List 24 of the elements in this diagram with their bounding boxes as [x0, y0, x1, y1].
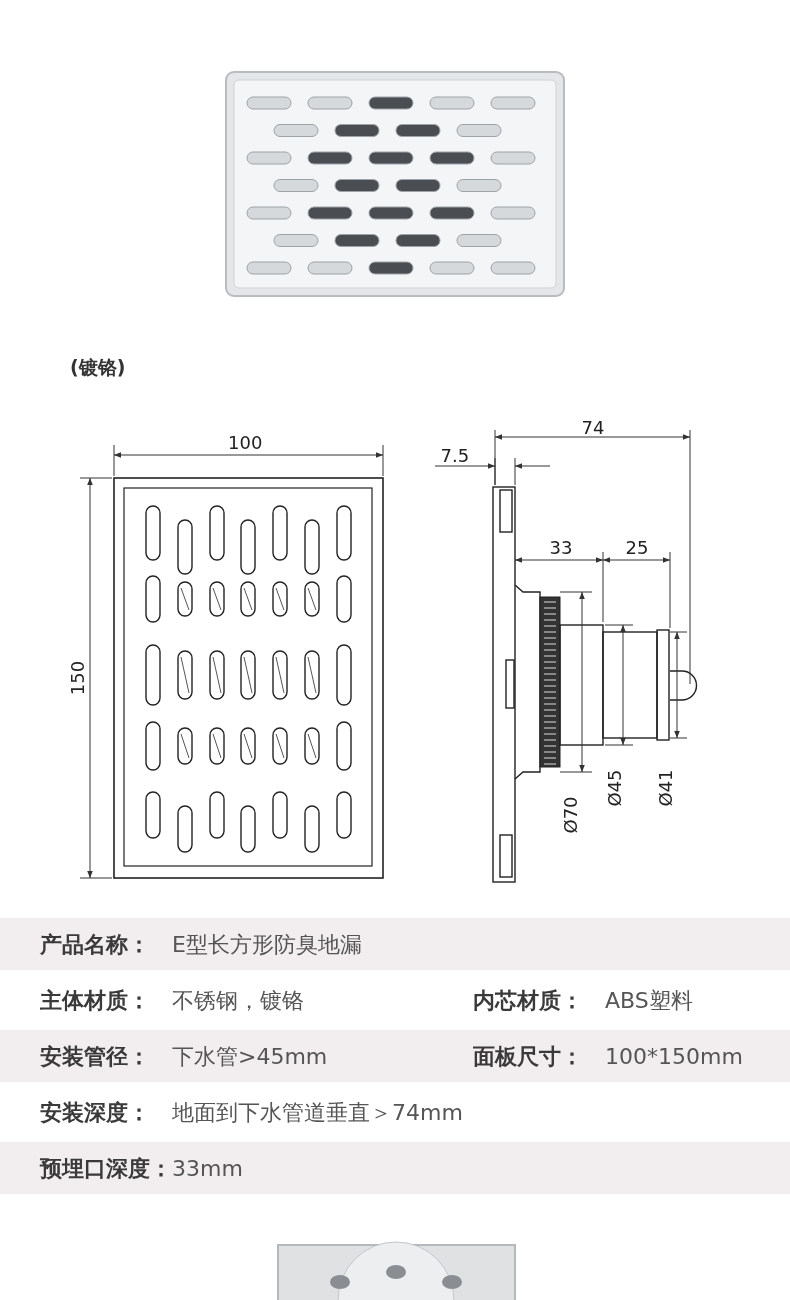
field-value: 下水管>45mm	[172, 1046, 328, 1068]
dimension-label: 100	[228, 434, 263, 452]
dimension-label: 74	[581, 419, 605, 437]
dimension-label: Ø41	[656, 769, 675, 807]
dimension-label: 33	[549, 539, 573, 557]
field-name: 安装深度：	[40, 1102, 150, 1124]
field-name: 内芯材质：	[473, 990, 583, 1012]
field-value: 不锈钢，镀铬	[172, 990, 304, 1012]
field-value: 33mm	[172, 1158, 243, 1180]
field-name: 主体材质：	[40, 990, 150, 1012]
field-value: 100*150mm	[605, 1046, 743, 1068]
field-value: 地面到下水管道垂直＞74mm	[172, 1102, 463, 1124]
field-name: 预埋口深度：	[40, 1158, 172, 1180]
dimension-label: Ø70	[561, 796, 580, 834]
dimension-label: 7.5	[440, 447, 470, 465]
field-value: ABS塑料	[605, 990, 693, 1012]
field-name: 安装管径：	[40, 1046, 150, 1068]
field-value: E型长方形防臭地漏	[172, 934, 362, 956]
model-caption: (镀铬)	[70, 357, 126, 377]
dimension-label: 150	[69, 660, 88, 696]
dimension-label: Ø45	[605, 769, 624, 807]
field-name: 面板尺寸：	[473, 1046, 583, 1068]
field-name: 产品名称：	[40, 934, 150, 956]
dimension-label: 25	[625, 539, 649, 557]
